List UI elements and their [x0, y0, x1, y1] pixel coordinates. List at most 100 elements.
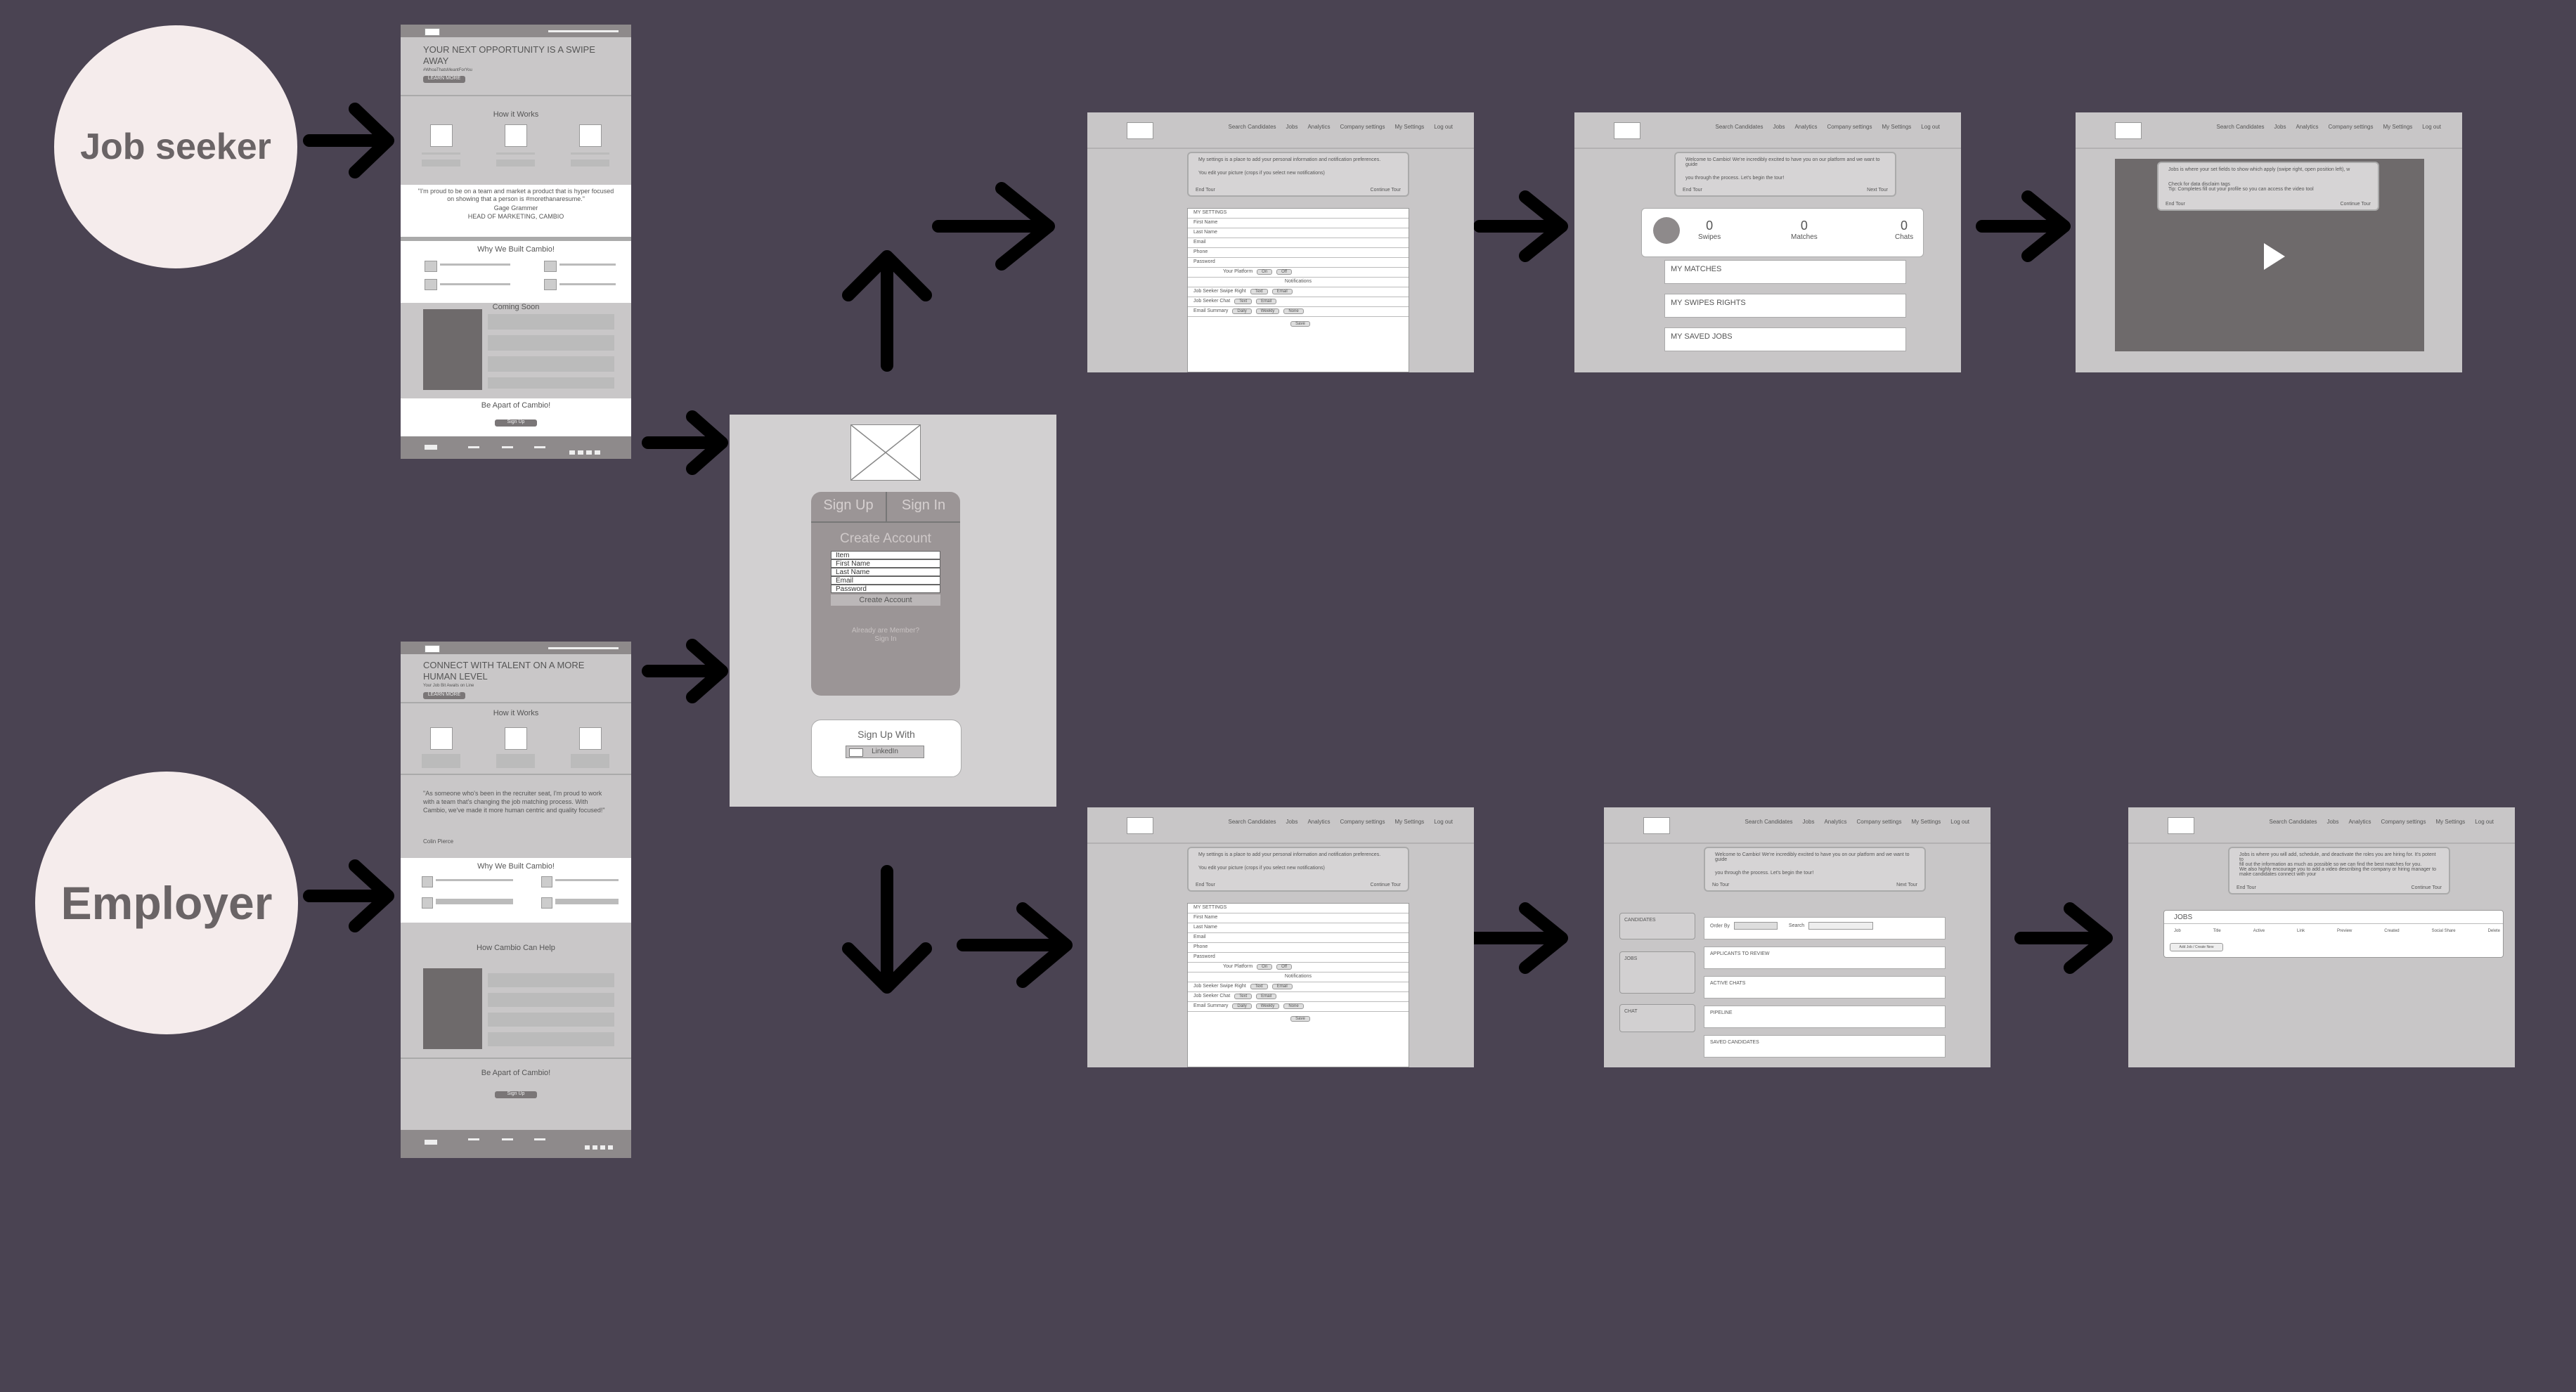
social-icons[interactable] — [569, 450, 602, 455]
save-button[interactable]: Save — [1290, 1016, 1310, 1022]
arrow-right-icon — [303, 103, 394, 178]
social-icons[interactable] — [585, 1145, 613, 1150]
job-seeker-circle: Job seeker — [54, 25, 297, 268]
play-icon[interactable] — [2264, 243, 2285, 270]
arrow-right-icon — [303, 859, 394, 932]
nav-links[interactable] — [548, 647, 619, 649]
email-row[interactable]: Email — [1188, 238, 1409, 248]
arrow-right-icon — [1473, 190, 1568, 262]
saved-candidates-row[interactable]: SAVED CANDIDATES — [1704, 1035, 1946, 1058]
password-row[interactable]: Password — [1188, 953, 1409, 963]
my-swipes-rights-link[interactable]: MY SWIPES RIGHTS — [1664, 294, 1906, 318]
end-tour-button[interactable]: No Tour — [1712, 883, 1730, 887]
my-saved-jobs-link[interactable]: MY SAVED JOBS — [1664, 327, 1906, 351]
avatar[interactable] — [1653, 217, 1680, 244]
seeker-landing-page: YOUR NEXT OPPORTUNITY IS A SWIPE AWAY #W… — [401, 25, 631, 459]
coming-soon-title: Coming Soon — [492, 303, 540, 311]
tour-popup: My settings is a place to add your perso… — [1187, 152, 1409, 197]
last-name-row[interactable]: Last Name — [1188, 228, 1409, 238]
end-tour-button[interactable]: End Tour — [2237, 885, 2256, 890]
off-toggle[interactable]: Off — [1276, 269, 1293, 275]
matches-label: Matches — [1791, 233, 1818, 241]
step-icon — [430, 727, 453, 750]
video-player[interactable]: Jobs is where your set fields to show wh… — [2115, 159, 2424, 351]
end-tour-button[interactable]: End Tour — [1683, 188, 1702, 193]
email-field[interactable]: Email — [831, 576, 940, 585]
tour-popup: Welcome to Cambio! We're incredibly exci… — [1674, 152, 1896, 197]
first-name-row[interactable]: First Name — [1188, 913, 1409, 923]
sign-up-button[interactable]: Sign Up — [495, 419, 537, 427]
chats-count: 0 — [1901, 219, 1908, 233]
my-matches-link[interactable]: MY MATCHES — [1664, 260, 1906, 284]
sidebar-item-candidates[interactable]: CANDIDATES — [1619, 913, 1695, 939]
end-tour-button[interactable]: End Tour — [1196, 883, 1215, 887]
coming-soon-image — [423, 309, 482, 390]
password-field[interactable]: Password — [831, 585, 940, 593]
arrow-right-icon — [2014, 902, 2113, 974]
tab-sign-in[interactable]: Sign In — [901, 497, 946, 513]
settings-panel: MY SETTINGS First Name Last Name Email P… — [1187, 903, 1409, 1067]
testimonial-name: Gage Grammer — [493, 204, 538, 212]
linkedin-button[interactable]: LinkedIn — [846, 746, 924, 758]
continue-tour-button[interactable]: Continue Tour — [2411, 885, 2442, 890]
on-toggle[interactable]: On — [1257, 269, 1273, 275]
active-chats-row[interactable]: ACTIVE CHATS — [1704, 976, 1946, 999]
applicants-to-review-row[interactable]: APPLICANTS TO REVIEW — [1704, 947, 1946, 969]
step-icon — [505, 124, 527, 147]
tab-sign-up[interactable]: Sign Up — [823, 497, 874, 513]
how-cambio-helps-title: How Cambio Can Help — [477, 944, 555, 952]
sign-in-link[interactable]: Sign In — [874, 635, 897, 643]
item-field[interactable]: Item — [831, 551, 940, 559]
arrow-right-icon — [957, 902, 1073, 988]
sidebar-item-chat[interactable]: CHAT — [1619, 1004, 1695, 1032]
off-toggle[interactable]: Off — [1276, 964, 1293, 970]
search-input[interactable] — [1808, 922, 1874, 930]
continue-tour-button[interactable]: Continue Tour — [1370, 188, 1401, 193]
be-apart-title: Be Apart of Cambio! — [481, 401, 551, 410]
email-row[interactable]: Email — [1188, 933, 1409, 943]
logo — [2168, 817, 2194, 834]
first-name-row[interactable]: First Name — [1188, 219, 1409, 228]
create-account-button[interactable]: Create Account — [831, 594, 940, 606]
nav-links[interactable] — [548, 30, 619, 32]
continue-tour-button[interactable]: Continue Tour — [1370, 883, 1401, 887]
order-by-select[interactable] — [1733, 922, 1778, 930]
sign-up-button[interactable]: Sign Up — [495, 1091, 537, 1098]
first-name-field[interactable]: First Name — [831, 559, 940, 568]
end-tour-button[interactable]: End Tour — [1196, 188, 1215, 193]
phone-row[interactable]: Phone — [1188, 943, 1409, 953]
next-tour-button[interactable]: Next Tour — [1867, 188, 1888, 193]
settings-title: MY SETTINGS — [1188, 904, 1409, 913]
jobs-title: JOBS — [2174, 913, 2193, 921]
add-job-button[interactable]: Add Job / Create New — [2170, 943, 2223, 951]
last-name-field[interactable]: Last Name — [831, 568, 940, 576]
password-row[interactable]: Password — [1188, 258, 1409, 268]
help-image — [423, 968, 482, 1049]
arrow-right-icon — [1976, 190, 2071, 262]
save-button[interactable]: Save — [1290, 321, 1310, 327]
on-toggle[interactable]: On — [1257, 964, 1273, 970]
learn-more-button[interactable]: LEARN MORE — [423, 692, 465, 699]
learn-more-button[interactable]: LEARN MORE — [423, 76, 465, 83]
phone-row[interactable]: Phone — [1188, 248, 1409, 258]
sign-up-with-text: Sign Up With — [857, 729, 915, 740]
pipeline-row[interactable]: PIPELINE — [1704, 1006, 1946, 1028]
logo — [1614, 122, 1640, 139]
continue-tour-button[interactable]: Continue Tour — [2340, 202, 2371, 207]
last-name-row[interactable]: Last Name — [1188, 923, 1409, 933]
step-icon — [579, 124, 602, 147]
end-tour-button[interactable]: End Tour — [2166, 202, 2185, 207]
sidebar-item-jobs[interactable]: JOBS — [1619, 951, 1695, 994]
next-tour-button[interactable]: Next Tour — [1896, 883, 1917, 887]
tour-popup: Jobs is where your set fields to show wh… — [2157, 162, 2379, 211]
